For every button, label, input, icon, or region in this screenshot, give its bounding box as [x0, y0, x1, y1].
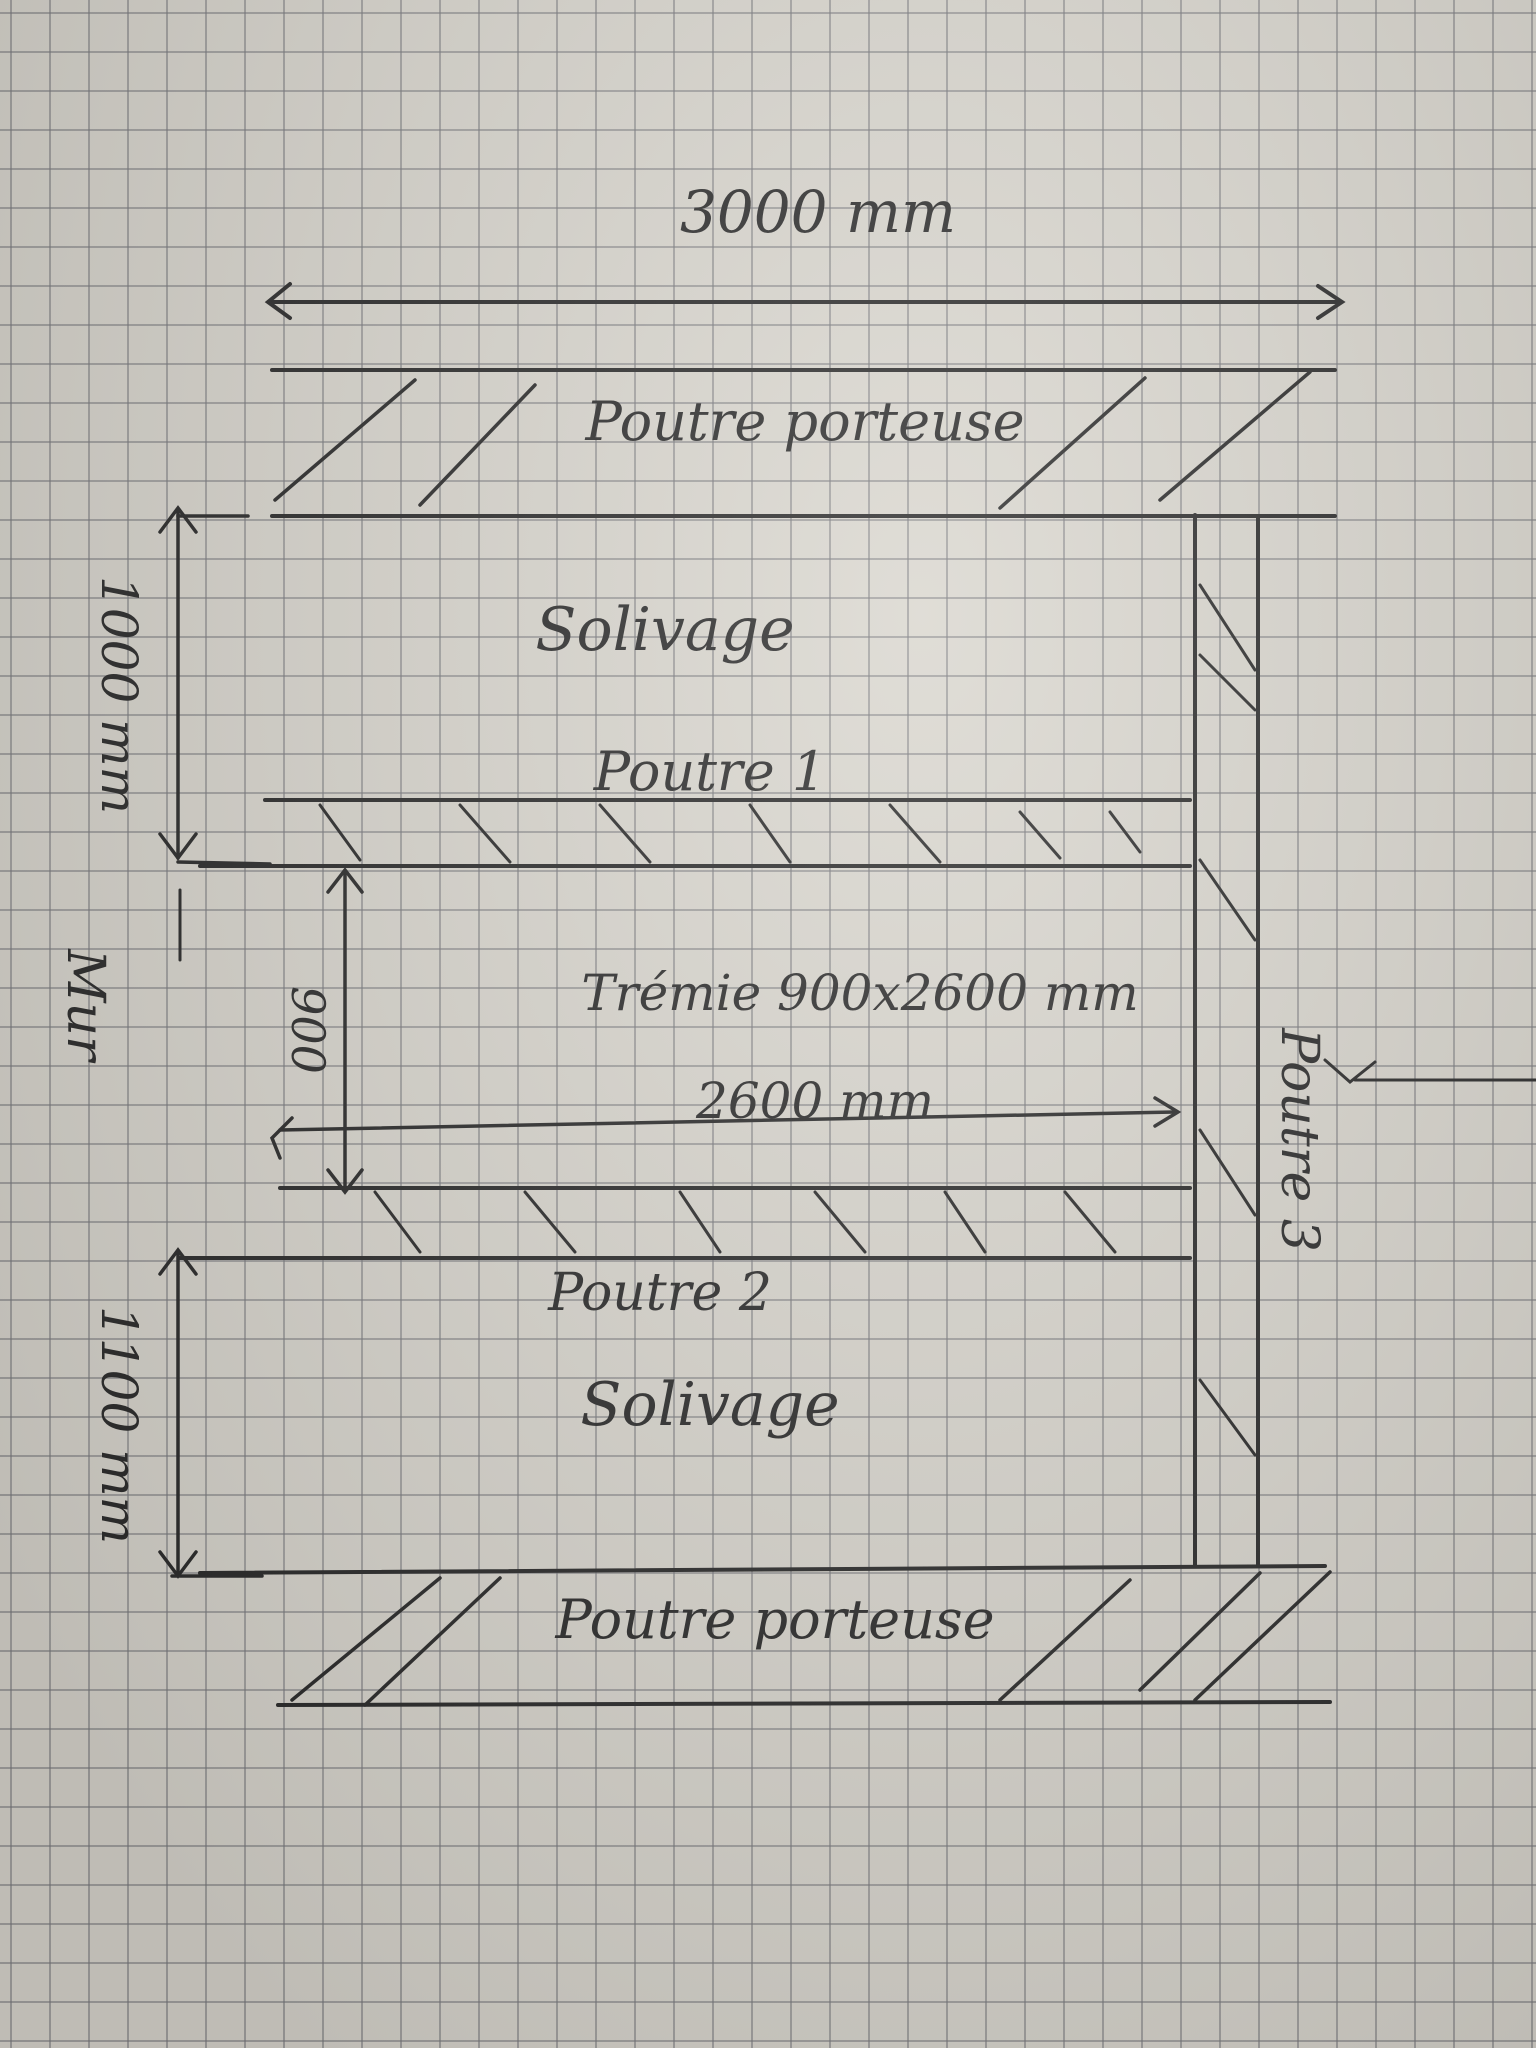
beam-top-label: Poutre porteuse	[584, 390, 1024, 453]
dimension-bottom-left: 1100 mm	[90, 1247, 264, 1579]
beam-1-label: Poutre 1	[593, 740, 826, 803]
total-width-label: 3000 mm	[680, 178, 956, 246]
dimension-bottom-label: 1100 mm	[90, 1306, 148, 1544]
beam-bottom-label: Poutre porteuse	[554, 1588, 994, 1651]
dimension-top-left: 1000 mm	[90, 505, 272, 866]
beam-1: Poutre 1	[198, 740, 1192, 868]
joists-top-label: Solivage	[535, 595, 794, 665]
opening-zone: Trémie 900x2600 mm 2600 mm 900	[269, 867, 1182, 1195]
total-width-dimension: 3000 mm	[264, 178, 1346, 320]
opening-label: Trémie 900x2600 mm	[581, 964, 1138, 1022]
beam-2: Poutre 2	[178, 1186, 1192, 1323]
dimension-top-label: 1000 mm	[90, 576, 148, 814]
beam-2-label: Poutre 2	[547, 1263, 772, 1323]
beam-3: Poutre 3	[1193, 513, 1536, 1567]
joists-bottom-label: Solivage	[580, 1370, 839, 1440]
beam-bottom-bearing: Poutre porteuse	[198, 1564, 1332, 1707]
beam-top-bearing: Poutre porteuse	[270, 368, 1337, 518]
opening-depth-label: 900	[281, 986, 335, 1074]
wall-label: Mur	[55, 948, 115, 1064]
beam-3-label: Poutre 3	[1269, 1027, 1329, 1252]
opening-width-label: 2600 mm	[695, 1072, 934, 1130]
